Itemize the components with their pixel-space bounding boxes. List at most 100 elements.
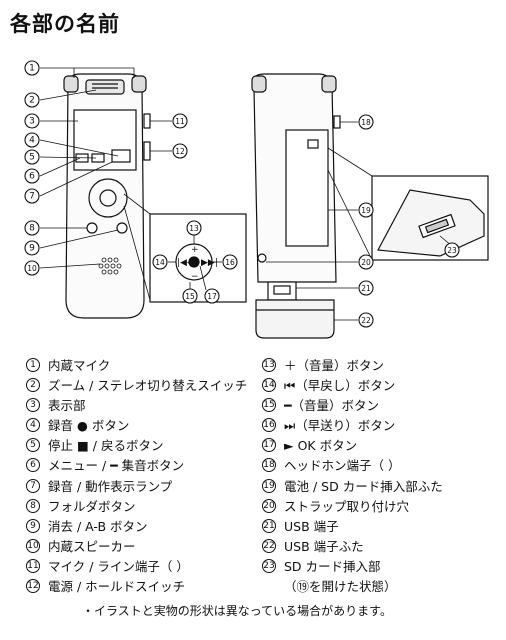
svg-text:5: 5 (29, 153, 35, 163)
callout-marker-20: 20 (358, 254, 374, 270)
callout-marker-3: 3 (24, 113, 40, 129)
front-device-illustration (63, 73, 151, 319)
legend-number: 19 (262, 478, 276, 493)
callout-marker-5: 5 (24, 149, 40, 165)
svg-text:10: 10 (27, 264, 37, 273)
legend-number: 13 (262, 358, 276, 372)
callout-marker-6: 6 (24, 168, 40, 184)
svg-text:12: 12 (175, 147, 185, 156)
legend-item: 1 内蔵マイク (26, 356, 271, 376)
legend-label: 表示部 (48, 398, 86, 414)
svg-text:13: 13 (189, 224, 199, 233)
svg-text:21: 21 (361, 284, 371, 293)
svg-text:8: 8 (29, 224, 35, 234)
legend-number: 2 (26, 378, 40, 393)
legend-number: 11 (26, 558, 40, 573)
callout-marker-7: 7 (24, 188, 40, 204)
legend-label: ＋（音量）ボタン (284, 358, 385, 373)
svg-text:15: 15 (185, 292, 195, 301)
legend-item: 14⏮（早戻し）ボタン (262, 376, 502, 396)
legend-number: 20 (262, 498, 276, 513)
legend-number: 4 (26, 418, 40, 433)
legend-number: 12 (26, 579, 40, 594)
callout-marker-4: 4 (24, 132, 40, 148)
legend-number: 1 (26, 358, 40, 372)
svg-text:19: 19 (361, 206, 371, 215)
svg-text:9: 9 (29, 244, 35, 254)
legend-label: ⏭（早送り）ボタン (284, 418, 396, 434)
legend-item: 4 録音 ● ボタン (26, 416, 271, 436)
legend-number: 8 (26, 498, 40, 513)
legend-label: 録音 ● ボタン (48, 418, 130, 434)
svg-text:14: 14 (155, 258, 165, 267)
legend-number: 23 (262, 558, 276, 573)
legend-item: 7 録音 / 動作表示ランプ (26, 477, 271, 497)
legend-item: 3 表示部 (26, 396, 271, 416)
callout-marker-19: 19 (358, 202, 374, 218)
legend-item: 9 消去 / A-B ボタン (26, 517, 271, 537)
callout-marker-8: 8 (24, 220, 40, 236)
legend-label: ストラップ取り付け穴 (284, 498, 410, 514)
legend-number: 7 (26, 478, 40, 493)
legend-label: 停止 ■ / 戻るボタン (48, 438, 164, 454)
svg-text:−: − (191, 272, 199, 282)
callout-marker-2: 2 (24, 92, 40, 108)
callout-marker-14: 14 (152, 254, 168, 270)
legend-label: ━（音量）ボタン (284, 398, 380, 414)
legend-number: 17 (262, 438, 276, 453)
legend-item: 16⏭（早送り）ボタン (262, 416, 502, 436)
svg-text:|◀◀: |◀◀ (177, 258, 194, 268)
device-diagram: + − |◀◀ ▶▶| (24, 60, 489, 339)
callout-marker-11: 11 (172, 113, 188, 129)
legend-label: ► OK ボタン (284, 438, 358, 454)
legend-label: 内蔵マイク (48, 358, 111, 373)
legend-number: 9 (26, 518, 40, 533)
legend-number: 18 (262, 458, 276, 473)
callout-marker-15: 15 (182, 288, 198, 304)
legend-number: 6 (26, 458, 40, 473)
svg-text:4: 4 (29, 136, 35, 146)
callout-marker-10: 10 (24, 260, 40, 276)
legend-item: 17 ► OK ボタン (262, 436, 502, 456)
legend-number: 14 (262, 378, 276, 393)
legend-item: 23 SD カード挿入部 （⑲を開けた状態） (262, 557, 502, 597)
callout-marker-1: 1 (24, 60, 40, 76)
legend-item: 20 ストラップ取り付け穴 (262, 497, 502, 517)
legend-label: 録音 / 動作表示ランプ (48, 478, 173, 494)
legend-label: 内蔵スピーカー (48, 538, 136, 554)
legend-label: USB 端子 (284, 518, 339, 534)
footnote: ・イラストと実物の形状は異なっている場合があります。 (82, 604, 392, 618)
legend-number: 3 (26, 398, 40, 413)
callout-marker-9: 9 (24, 240, 40, 256)
svg-text:20: 20 (361, 258, 371, 267)
callout-marker-17: 17 (204, 288, 220, 304)
svg-text:6: 6 (29, 172, 35, 182)
legend-item: 8 フォルダボタン (26, 497, 271, 517)
svg-text:▶▶|: ▶▶| (201, 258, 218, 268)
legend-item: 10 内蔵スピーカー (26, 537, 271, 557)
callout-marker-22: 22 (358, 312, 374, 328)
legend-item: 13 ＋（音量）ボタン (262, 356, 502, 376)
legend-number: 15 (262, 398, 276, 413)
svg-text:2: 2 (29, 96, 35, 106)
callout-marker-12: 12 (172, 143, 188, 159)
legend-item: 19 電池 / SD カード挿入部ふた (262, 477, 502, 497)
legend-item: 15 ━（音量）ボタン (262, 396, 502, 416)
legend-label: USB 端子ふた (284, 538, 364, 554)
svg-text:17: 17 (207, 292, 217, 301)
svg-text:16: 16 (225, 258, 235, 267)
svg-text:22: 22 (361, 316, 371, 325)
svg-text:23: 23 (447, 246, 457, 255)
legend-label: 電池 / SD カード挿入部ふた (284, 478, 443, 494)
svg-text:11: 11 (175, 117, 185, 126)
svg-text:+: + (191, 245, 199, 255)
legend-number: 10 (26, 538, 40, 553)
legend-label: 消去 / A-B ボタン (48, 518, 148, 534)
legend-label: SD カード挿入部 （⑲を開けた状態） (284, 558, 397, 595)
legend-label: フォルダボタン (48, 498, 136, 514)
svg-text:18: 18 (361, 118, 371, 127)
